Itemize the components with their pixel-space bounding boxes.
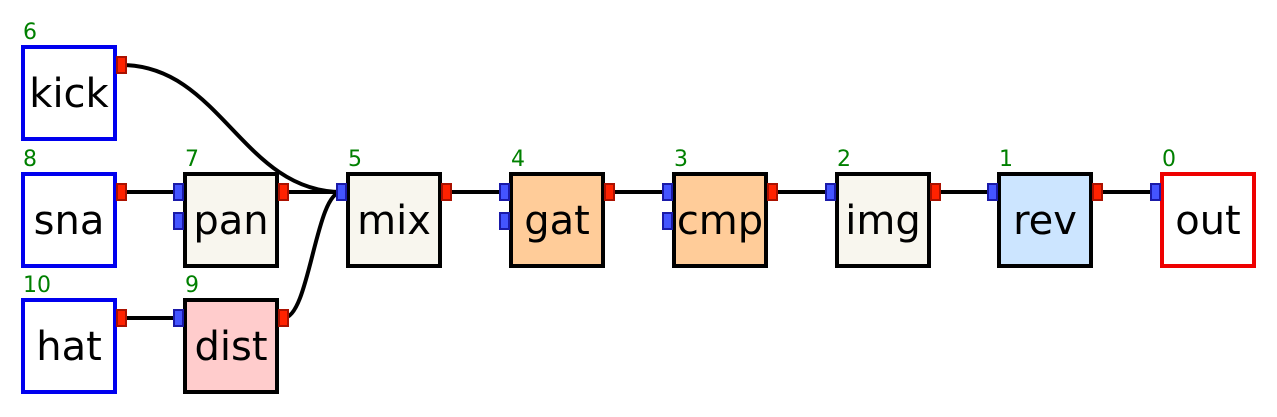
output-port-cmp-0[interactable] [767,183,778,201]
node-id-gat: 4 [511,147,525,172]
node-dist[interactable]: dist 9 [173,273,289,394]
output-port-dist-0[interactable] [278,309,289,327]
node-label-cmp: cmp [677,198,763,244]
node-box-sna[interactable] [21,172,117,268]
nodes-layer: kick6sna8hat10pan7dist9mix5gat4cmp3img2r… [21,20,1256,394]
node-mix[interactable]: mix 5 [336,147,452,268]
node-box-rev[interactable] [997,172,1093,268]
node-label-mix: mix [357,198,431,244]
node-id-hat: 10 [23,273,51,298]
input-port-gat-0[interactable] [499,183,510,201]
node-id-rev: 1 [999,147,1013,172]
node-box-pan[interactable] [183,172,279,268]
wires-layer [121,63,1156,320]
node-id-pan: 7 [185,147,199,172]
input-port-cmp-0[interactable] [662,183,673,201]
node-label-rev: rev [1013,198,1077,244]
node-id-sna: 8 [23,147,37,172]
node-id-cmp: 3 [674,147,688,172]
input-port-out-0[interactable] [1150,183,1161,201]
output-port-hat-0[interactable] [116,309,127,327]
output-port-kick-0[interactable] [116,56,127,74]
output-port-sna-0[interactable] [116,183,127,201]
node-id-mix: 5 [348,147,362,172]
wire-dist-to-mix [282,190,343,320]
node-label-img: img [845,198,920,244]
node-box-cmp[interactable] [672,172,768,268]
input-port-rev-0[interactable] [987,183,998,201]
input-port-cmp-1[interactable] [662,212,673,230]
node-kick[interactable]: kick 6 [21,20,127,141]
node-id-dist: 9 [185,273,199,298]
node-box-dist[interactable] [183,298,279,394]
node-label-pan: pan [193,198,268,244]
node-rev[interactable]: rev 1 [987,147,1103,268]
node-id-img: 2 [837,147,851,172]
node-box-mix[interactable] [346,172,442,268]
node-box-gat[interactable] [509,172,605,268]
node-label-kick: kick [29,71,109,117]
node-pan[interactable]: pan 7 [173,147,289,268]
node-hat[interactable]: hat 10 [21,273,127,394]
node-box-hat[interactable] [21,298,117,394]
node-sna[interactable]: sna 8 [21,147,127,268]
input-port-pan-0[interactable] [173,183,184,201]
node-id-out: 0 [1162,147,1176,172]
node-out[interactable]: out 0 [1150,147,1256,268]
node-box-kick[interactable] [21,45,117,141]
node-id-kick: 6 [23,20,37,45]
output-port-gat-0[interactable] [604,183,615,201]
node-label-hat: hat [36,324,102,370]
node-label-gat: gat [524,198,590,244]
node-label-dist: dist [194,324,267,370]
input-port-img-0[interactable] [825,183,836,201]
output-port-img-0[interactable] [930,183,941,201]
wire-kick-to-mix [121,63,342,194]
node-img[interactable]: img 2 [825,147,941,268]
input-port-gat-1[interactable] [499,212,510,230]
node-box-img[interactable] [835,172,931,268]
output-port-mix-0[interactable] [441,183,452,201]
node-label-out: out [1175,198,1241,244]
node-box-out[interactable] [1160,172,1256,268]
output-port-pan-0[interactable] [278,183,289,201]
node-gat[interactable]: gat 4 [499,147,615,268]
node-label-sna: sna [34,198,105,244]
input-port-pan-1[interactable] [173,212,184,230]
output-port-rev-0[interactable] [1092,183,1103,201]
node-cmp[interactable]: cmp 3 [662,147,778,268]
input-port-mix-0[interactable] [336,183,347,201]
input-port-dist-0[interactable] [173,309,184,327]
